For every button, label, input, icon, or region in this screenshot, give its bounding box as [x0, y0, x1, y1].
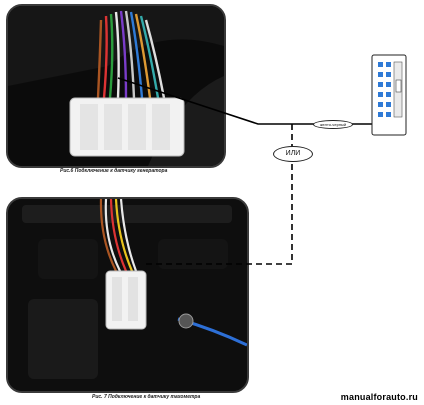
obd-connector-icon: [371, 54, 407, 136]
photo-generator-sensor: [6, 4, 226, 168]
caption-generator: Рис.6 Подключение к датчику генератора: [60, 168, 168, 174]
caption-tachometer: Рис. 7 Подключение к датчику тахометра: [92, 394, 201, 400]
tachometer-connector-illustration: [8, 199, 247, 391]
dashed-wire: [144, 124, 293, 265]
photo-tachometer-sensor: [6, 197, 249, 393]
generator-connector-illustration: [8, 6, 224, 166]
watermark: manualforauto.ru: [340, 392, 418, 402]
solid-wire: [117, 77, 376, 125]
wire-color-label: желто-черный: [313, 120, 353, 129]
or-label: ИЛИ: [273, 146, 313, 162]
